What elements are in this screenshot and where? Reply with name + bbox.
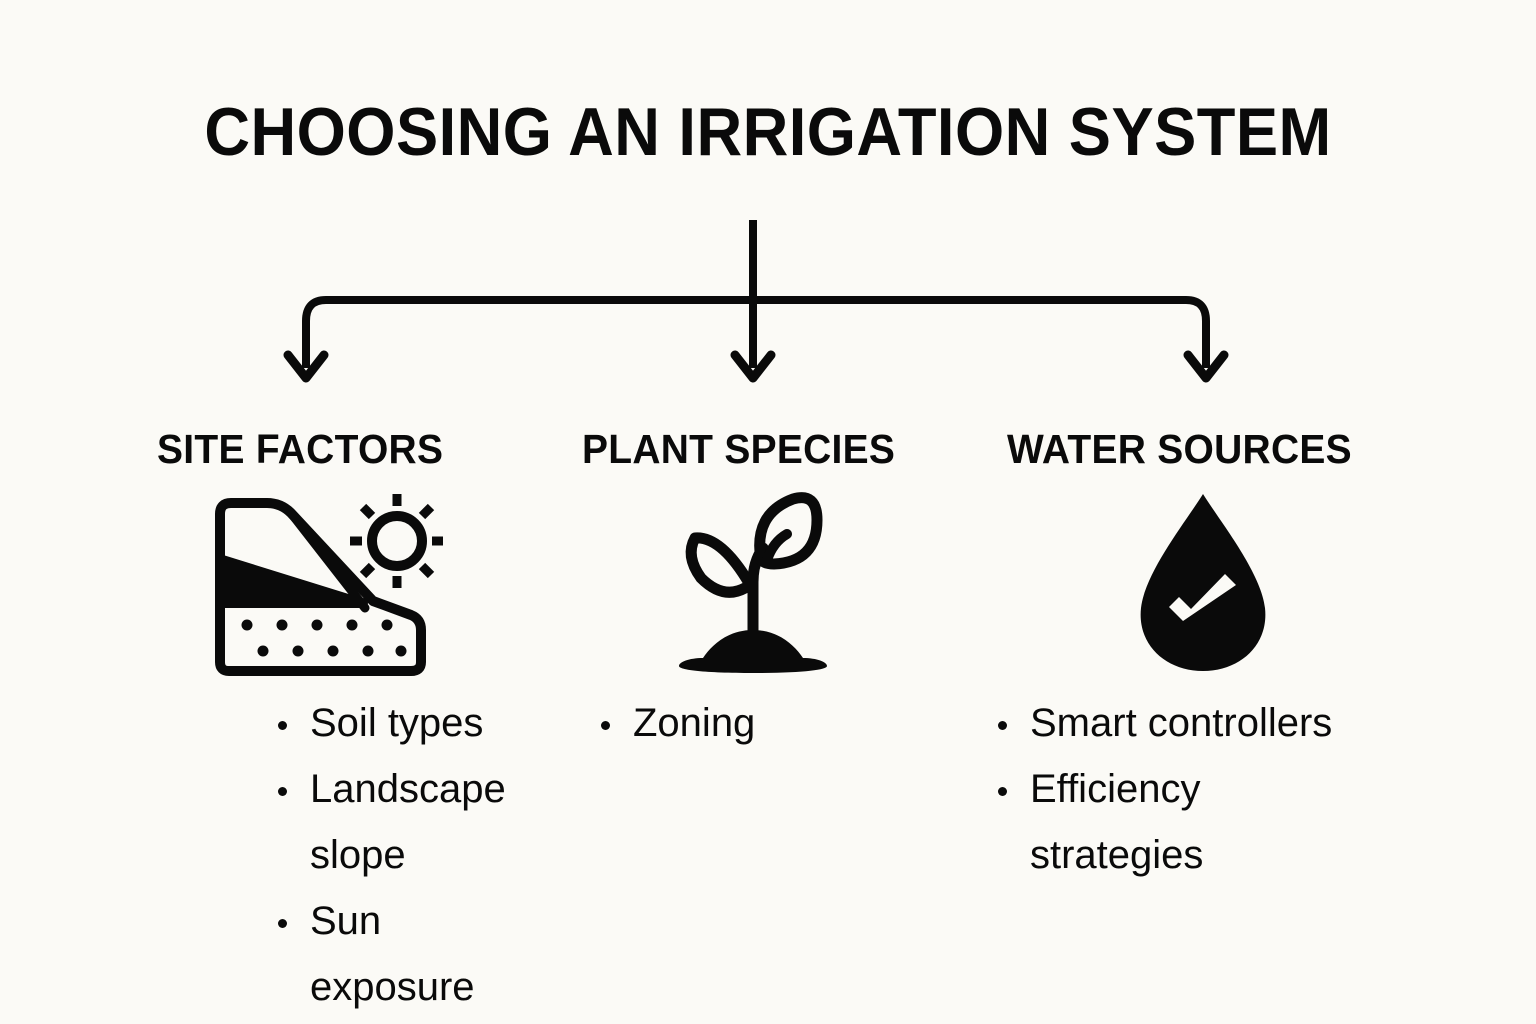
column-plant-species: PLANT SPECIES Zoning bbox=[570, 425, 970, 756]
list-item: Efficiency strategies bbox=[995, 756, 1435, 888]
bullet-list-site-factors: Soil types Landscape slope Sun exposure bbox=[275, 690, 540, 1020]
arrowhead-middle bbox=[730, 350, 776, 383]
topsoil-layer-fill bbox=[220, 553, 355, 603]
column-site-factors: SITE FACTORS bbox=[120, 425, 540, 1020]
bullet-list-plant-species: Zoning bbox=[598, 690, 970, 756]
column-header-site-factors: SITE FACTORS bbox=[157, 426, 444, 472]
list-item: Soil types bbox=[275, 690, 540, 756]
soil-mound bbox=[679, 630, 827, 673]
list-item: Landscape slope bbox=[275, 756, 540, 888]
slope-face-line bbox=[286, 508, 370, 612]
slope-body-outline bbox=[215, 497, 426, 676]
page-title: CHOOSING AN IRRIGATION SYSTEM bbox=[204, 94, 1332, 170]
column-header-water-sources: WATER SOURCES bbox=[1007, 426, 1352, 472]
soil-slope-sun-icon bbox=[215, 493, 443, 676]
connector-bar-right bbox=[753, 296, 1210, 368]
leaf-lower-left bbox=[685, 532, 755, 598]
icon-wrap-plant-species bbox=[570, 475, 970, 690]
column-water-sources: WATER SOURCES Smart controllers Efficien… bbox=[985, 425, 1435, 888]
list-item: Smart controllers bbox=[995, 690, 1435, 756]
list-item: Sun exposure bbox=[275, 888, 540, 1020]
icon-wrap-water-sources bbox=[985, 475, 1435, 690]
arrowhead-left bbox=[283, 350, 329, 383]
icon-wrap-site-factors bbox=[120, 475, 540, 690]
water-drop-check-icon bbox=[1140, 494, 1266, 671]
arrowhead-right bbox=[1183, 350, 1229, 383]
connector-bar-left bbox=[302, 296, 753, 368]
connector-arrows bbox=[283, 220, 1229, 383]
leaf-upper-vein bbox=[762, 529, 792, 565]
column-header-plant-species: PLANT SPECIES bbox=[582, 426, 896, 472]
sand-dots bbox=[241, 619, 407, 656]
water-drop-shape bbox=[1140, 494, 1266, 671]
bullet-list-water-sources: Smart controllers Efficiency strategies bbox=[995, 690, 1435, 888]
sun-icon bbox=[350, 493, 443, 588]
list-item: Zoning bbox=[598, 690, 970, 756]
columns-container: SITE FACTORS bbox=[0, 425, 1536, 1009]
seedling-sprout-icon bbox=[679, 492, 827, 673]
